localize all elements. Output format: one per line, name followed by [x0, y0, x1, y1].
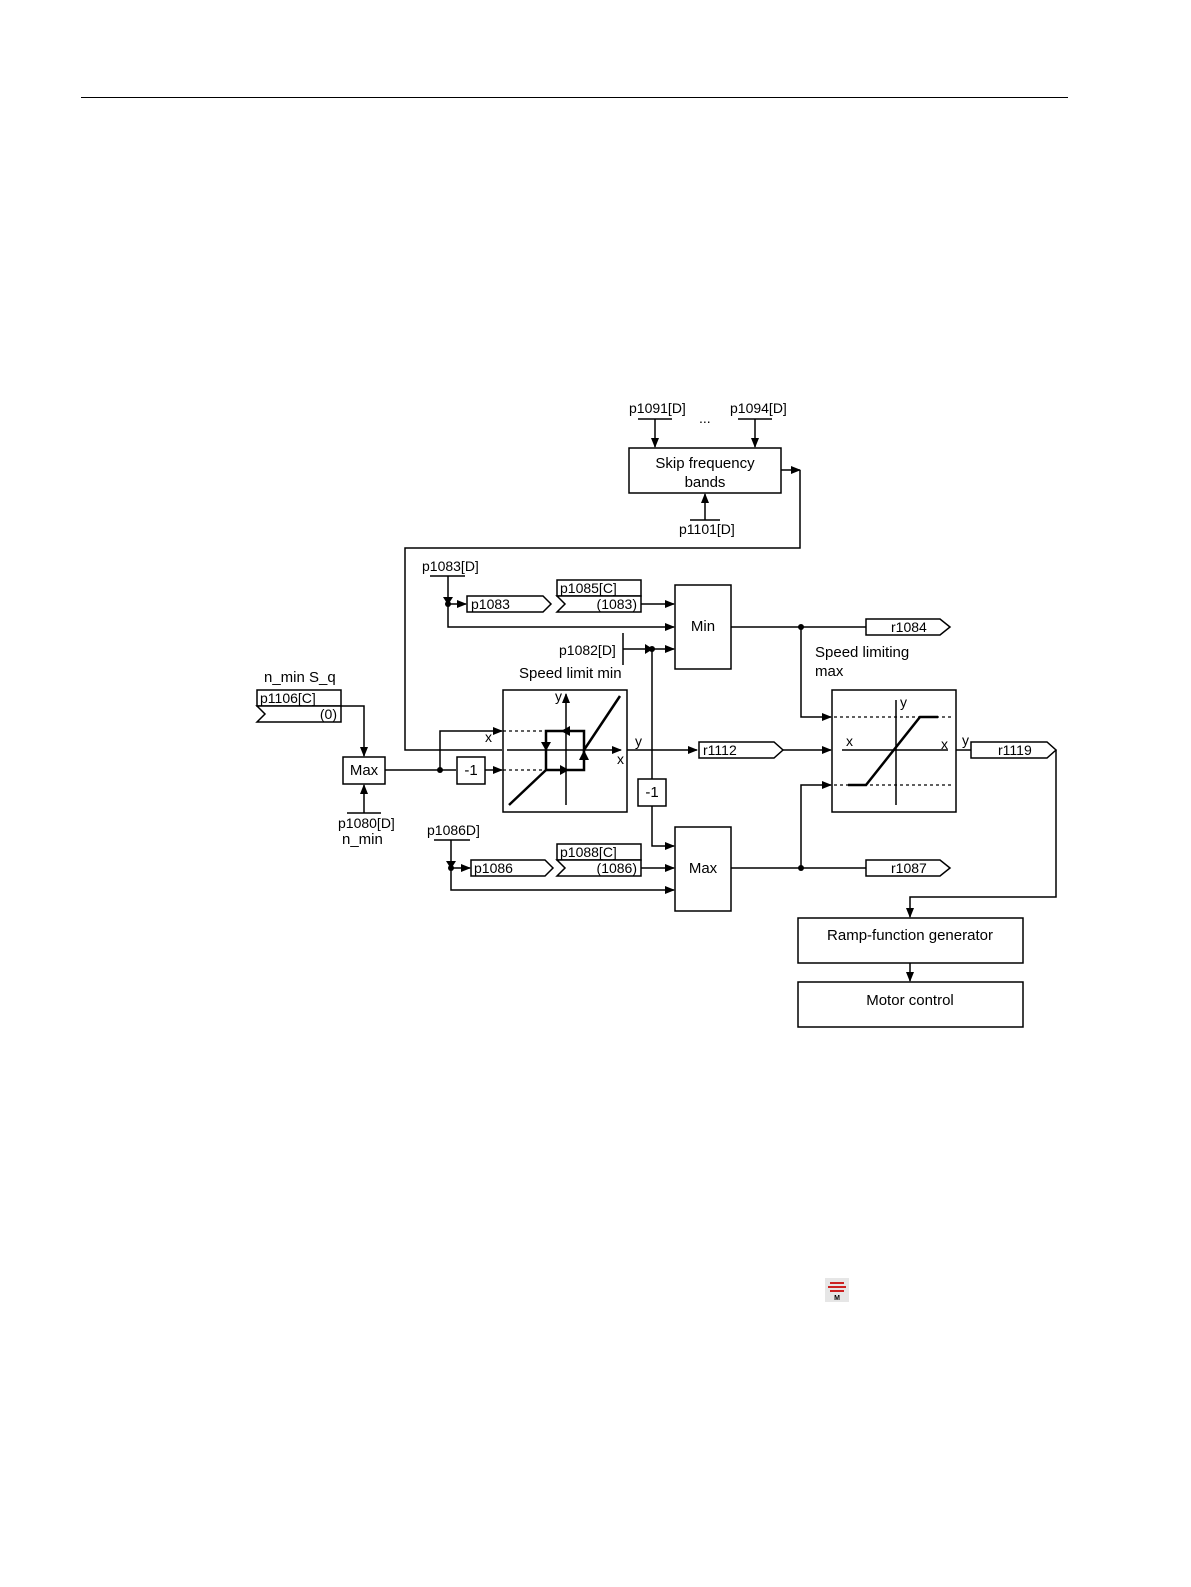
p1088-label: p1088[C]: [560, 844, 617, 860]
p1094-label: p1094[D]: [730, 400, 787, 416]
min-curve-y-output-label: y: [635, 733, 642, 749]
n-min-sq-title: n_min S_q: [264, 669, 336, 686]
skip-frequency-text-2: bands: [685, 474, 726, 491]
ramp-function-generator-text: Ramp-function generator: [827, 927, 993, 944]
skip-frequency-text-1: Skip frequency: [655, 455, 755, 472]
lower-max-text: Max: [689, 860, 718, 877]
p1088-default: (1086): [597, 860, 637, 876]
speed-limiting-label-2: max: [815, 663, 844, 680]
nmin-neg1-text: -1: [464, 762, 477, 779]
p1091-label: p1091[D]: [629, 400, 686, 416]
p1106-to-max: [341, 706, 364, 756]
p1080-label: p1080[D]: [338, 815, 395, 831]
min-curve-x-input-label: x: [485, 729, 492, 745]
speed-limit-min-label: Speed limit min: [519, 665, 622, 682]
r1084-text: r1084: [891, 619, 927, 635]
motor-icon-letter: M: [834, 1295, 840, 1302]
output-chain-group: Ramp-function generator Motor control: [798, 918, 1023, 1027]
n-min-label: n_min: [342, 831, 383, 848]
speed-limit-min-curve: y x x: [485, 688, 627, 812]
r1112-text: r1112: [703, 742, 737, 758]
p1086-label: p1086D]: [427, 822, 480, 838]
max-curve-x-label-left: x: [846, 733, 853, 749]
max-out-junction-lower: [798, 865, 804, 871]
ellipsis: ...: [699, 410, 711, 426]
min-curve-x-label: x: [617, 751, 624, 767]
speed-limiting-max-curve: y x x y r1119: [832, 690, 1056, 917]
mid-neg1-text: -1: [645, 784, 658, 801]
max-curve-y-output-label: y: [962, 732, 969, 748]
p1085-label: p1085[C]: [560, 580, 617, 596]
p1083-label: p1083[D]: [422, 558, 479, 574]
max-curve-x-label-right: x: [941, 736, 948, 752]
nmin-max-text: Max: [350, 762, 379, 779]
p1085-default: (1083): [597, 596, 637, 612]
p1082-label: p1082[D]: [559, 642, 616, 658]
p1106-label: p1106[C]: [260, 690, 316, 706]
motor-control-text: Motor control: [866, 992, 954, 1009]
lower-limit-group: p1086D] p1086 p1088[C] (1086) Max r1087: [427, 822, 950, 911]
speed-limiting-label-1: Speed limiting: [815, 644, 909, 661]
p1101-label: p1101[D]: [679, 521, 735, 537]
min-curve-y-label: y: [555, 688, 562, 704]
p1086-connector-text: p1086: [474, 860, 513, 876]
lower-to-max-curve: [801, 785, 831, 868]
max-curve-y-label: y: [900, 694, 907, 710]
p1083-connector-text: p1083: [471, 596, 510, 612]
r1087-text: r1087: [891, 860, 927, 876]
motor-icon[interactable]: M: [825, 1278, 849, 1302]
min-block-text: Min: [691, 618, 715, 635]
neg1-to-lower-max: [652, 806, 674, 846]
p1106-default: (0): [320, 706, 337, 722]
r1119-text: r1119: [998, 742, 1032, 758]
